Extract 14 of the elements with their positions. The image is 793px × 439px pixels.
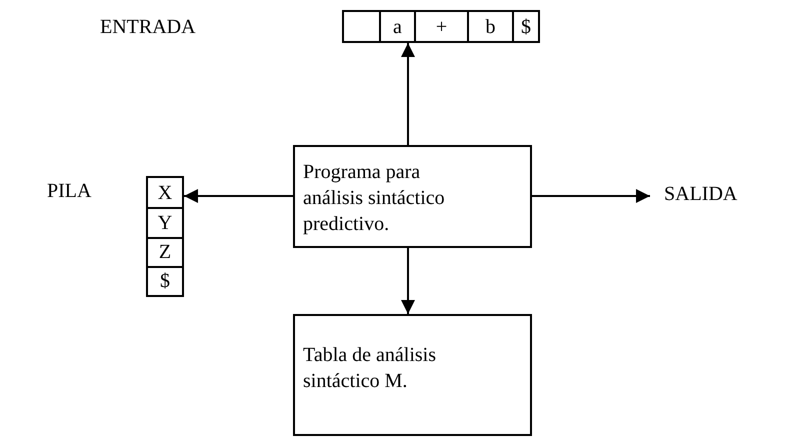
side-label: ENTRADA [100, 17, 196, 37]
arrow [401, 248, 415, 314]
box-text: Programa para análisis sintáctico predictivo. [303, 160, 446, 237]
output-label: SALIDA [664, 184, 738, 204]
input-tape [342, 10, 540, 43]
arrow [184, 189, 293, 203]
stack [146, 176, 184, 297]
process-box [293, 314, 532, 436]
arrow [532, 189, 650, 203]
stack-symbol: X [156, 180, 174, 206]
side-label: PILA [47, 181, 92, 201]
arrow [401, 43, 415, 145]
box-text: Tabla de análisis sintáctico M. [303, 343, 437, 394]
process-box [293, 145, 532, 248]
